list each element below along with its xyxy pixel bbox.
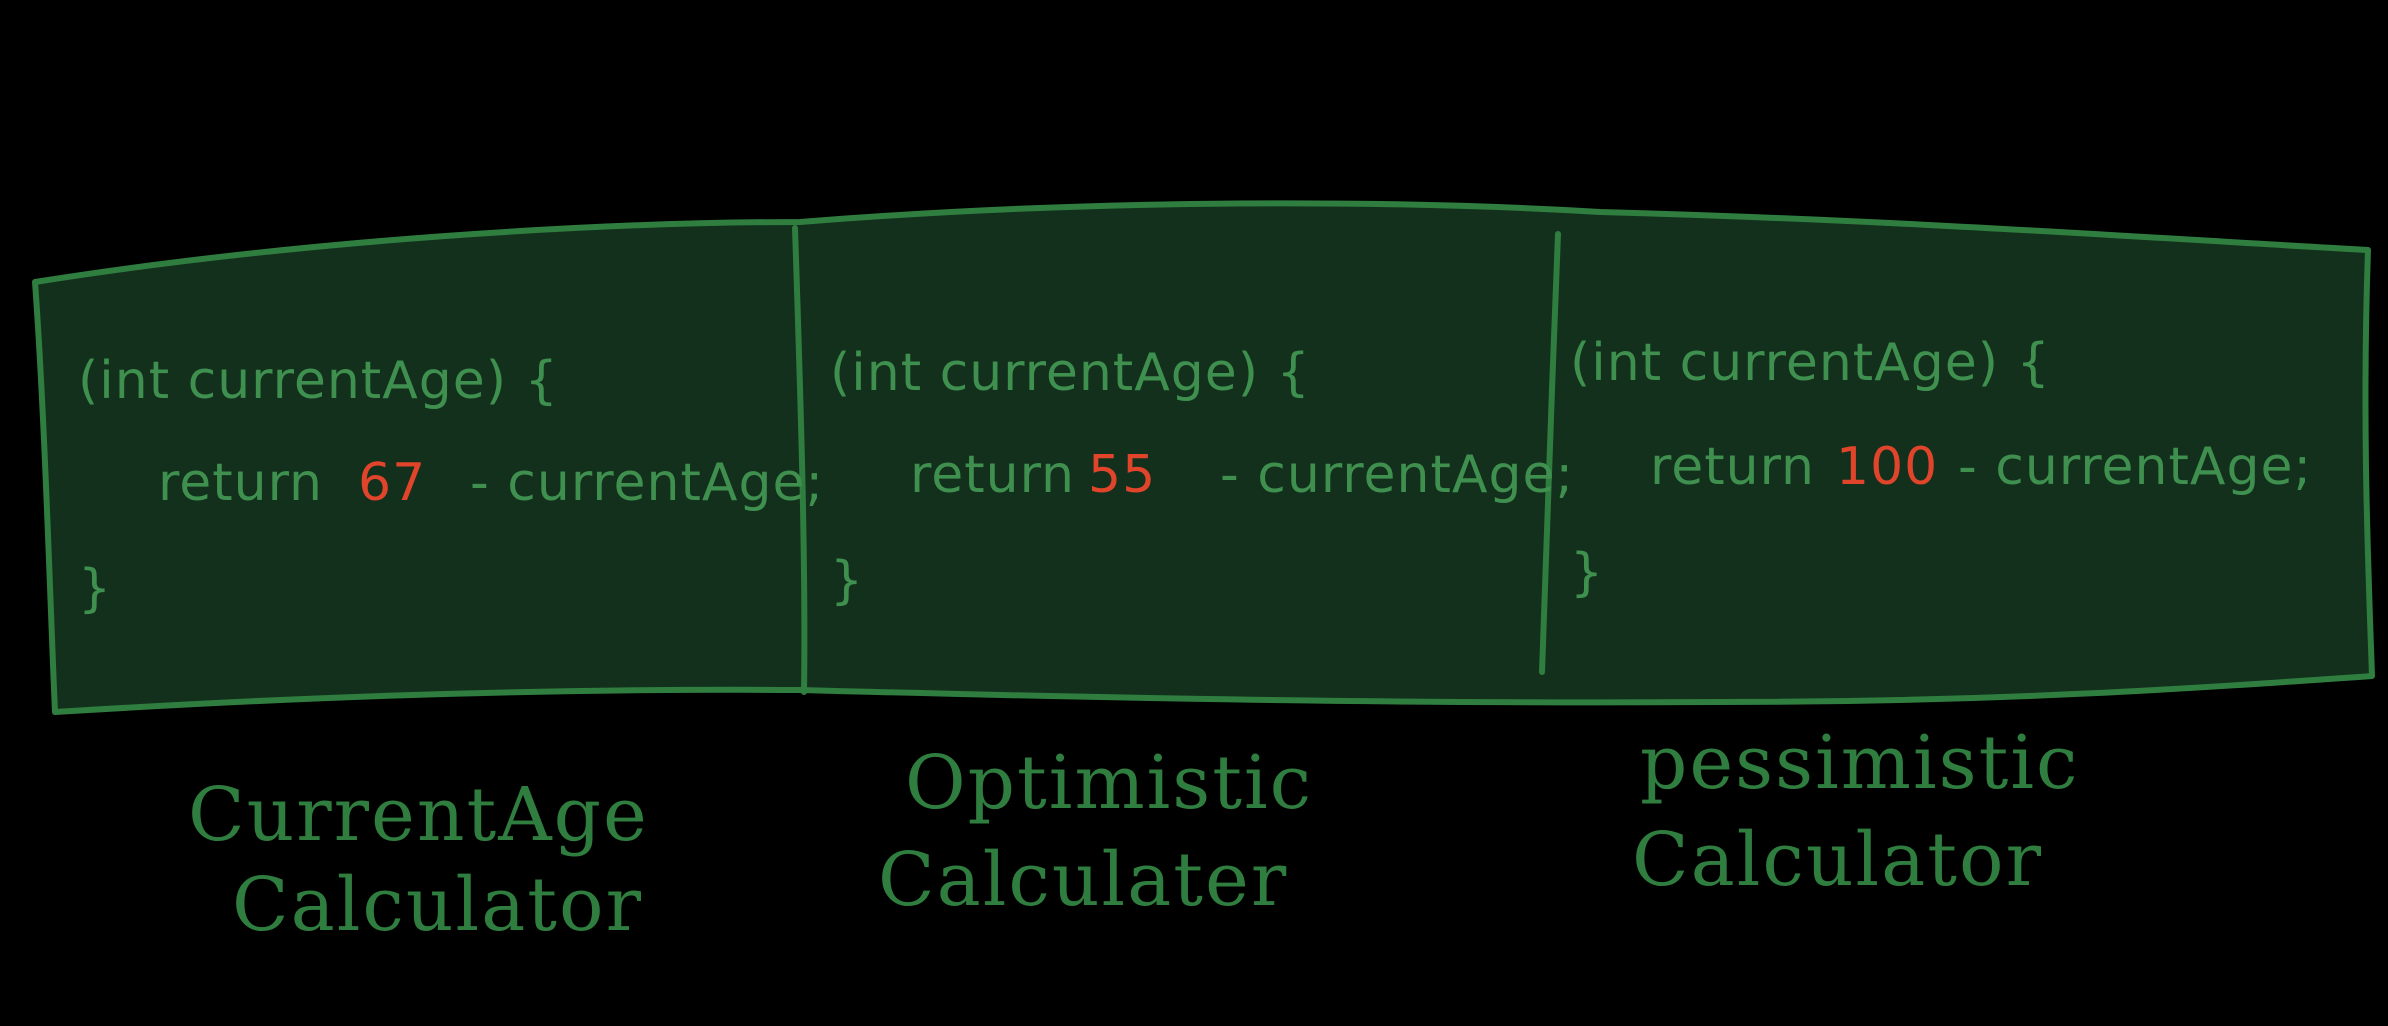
panel-3-expression: - currentAge; <box>1958 437 2312 497</box>
panel-divider-2 <box>1539 231 1561 675</box>
caption-2-line-2: Calculater <box>878 837 1288 923</box>
panel-1-return-keyword: return <box>158 453 323 513</box>
panel-current-age: (int currentAge) { return 67 - currentAg… <box>78 351 824 619</box>
panel-divider-1 <box>792 225 808 695</box>
panel-3-number: 100 <box>1836 437 1938 497</box>
panel-optimistic: (int currentAge) { return 55 - currentAg… <box>830 343 1574 611</box>
panel-pessimistic: (int currentAge) { return 100 - currentA… <box>1570 333 2312 603</box>
panels-frame <box>32 200 2375 715</box>
caption-optimistic: Optimistic Calculater <box>878 740 1313 923</box>
caption-1-line-2: Calculator <box>232 862 643 948</box>
panel-2-number: 55 <box>1088 445 1156 505</box>
panel-1-expression: - currentAge; <box>470 453 824 513</box>
panel-3-closing-brace: } <box>1570 543 1604 603</box>
panel-3-signature: (int currentAge) { <box>1570 333 2051 393</box>
caption-pessimistic: pessimistic Calculator <box>1632 720 2079 903</box>
panel-3-return-keyword: return <box>1650 437 1815 497</box>
panel-1-closing-brace: } <box>78 559 112 619</box>
panel-1-signature: (int currentAge) { <box>78 351 559 411</box>
caption-2-line-1: Optimistic <box>905 740 1313 826</box>
panel-2-return-keyword: return <box>910 445 1075 505</box>
caption-current-age: CurrentAge Calculator <box>188 772 649 948</box>
caption-3-line-2: Calculator <box>1632 817 2043 903</box>
panel-2-closing-brace: } <box>830 551 864 611</box>
caption-1-line-1: CurrentAge <box>188 772 649 858</box>
panel-1-number: 67 <box>358 453 426 513</box>
caption-3-line-1: pessimistic <box>1640 720 2079 806</box>
panel-2-expression: - currentAge; <box>1220 445 1574 505</box>
panel-2-signature: (int currentAge) { <box>830 343 1311 403</box>
